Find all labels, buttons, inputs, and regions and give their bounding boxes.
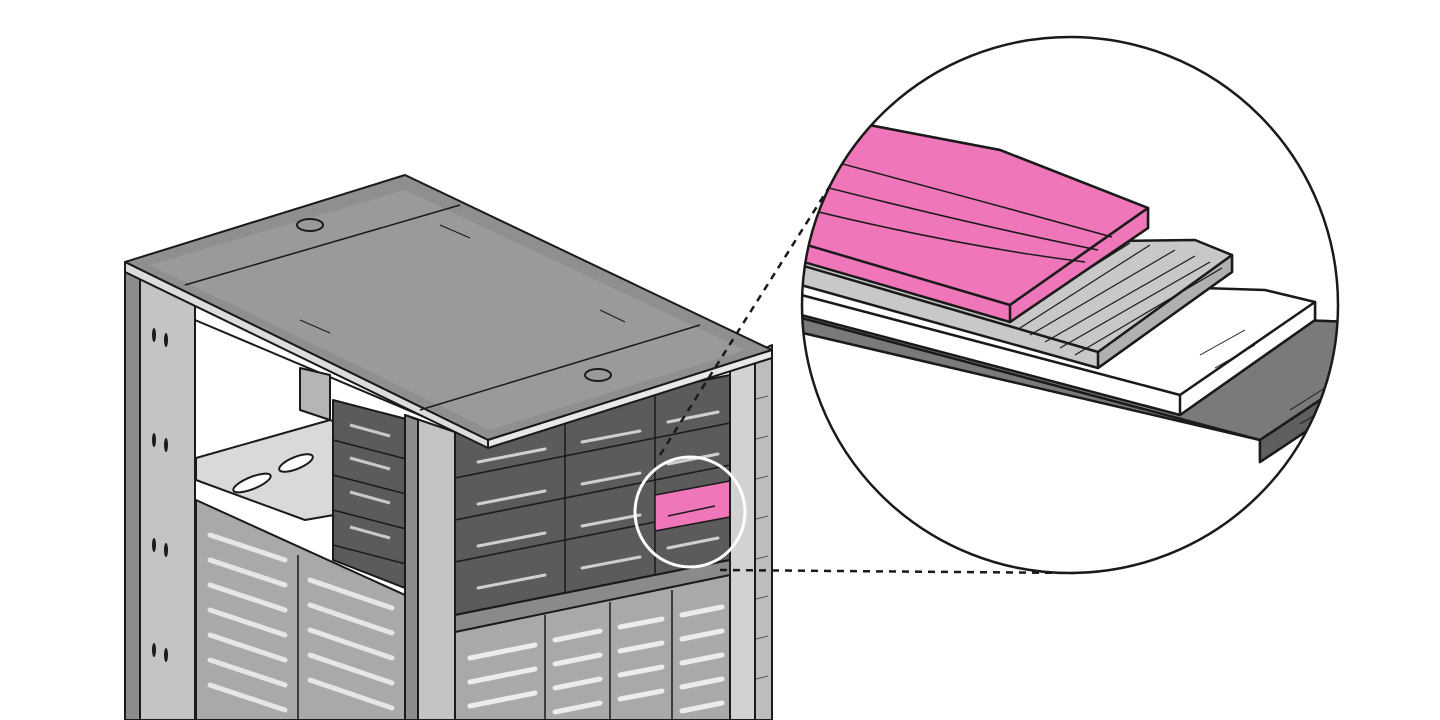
rack-back-post <box>299 367 331 421</box>
drive-grey-layer-edge <box>1096 253 1234 370</box>
callout-line-top <box>658 169 842 456</box>
rack-right-post <box>729 359 756 720</box>
inner-drive-handles <box>349 423 391 540</box>
lower-front-vent-dividers <box>544 590 673 720</box>
drive-grey-layer-top-edge <box>802 260 1099 354</box>
inner-drive-slots <box>332 439 411 566</box>
rack-left-post-shade <box>124 264 141 720</box>
drive-white-layer-marks <box>1199 329 1256 369</box>
drive-white-layer-edge <box>1178 300 1317 417</box>
magnifier-outline <box>800 35 1340 575</box>
rack-left-post-holes <box>152 328 168 662</box>
lid-screw-left <box>296 218 324 232</box>
server-rack-icon <box>124 174 773 720</box>
shelf-hole-1 <box>232 472 272 494</box>
shelf-hole-2 <box>278 453 314 473</box>
highlighted-drive-handle <box>667 505 716 517</box>
rack-top-lid-seams <box>184 204 701 411</box>
focus-ring <box>633 455 747 569</box>
lower-front-vents <box>467 604 725 715</box>
drive-pink-top-edge <box>1008 206 1150 324</box>
drive-white-layer-top-edge <box>802 290 1181 397</box>
front-drive-handles <box>476 410 720 590</box>
callout-line-bottom <box>719 568 1076 575</box>
rack-top-lid-rim-right <box>487 349 773 449</box>
lid-screw-right <box>584 368 612 382</box>
rack-middle-post-shade <box>404 414 419 720</box>
drive-tray-icon <box>802 108 1338 464</box>
rack-top-lid-sheen <box>299 224 626 334</box>
callout-lines <box>658 169 1076 575</box>
lower-left-vents <box>207 532 395 713</box>
magnifier-callout-icon <box>800 35 1340 575</box>
